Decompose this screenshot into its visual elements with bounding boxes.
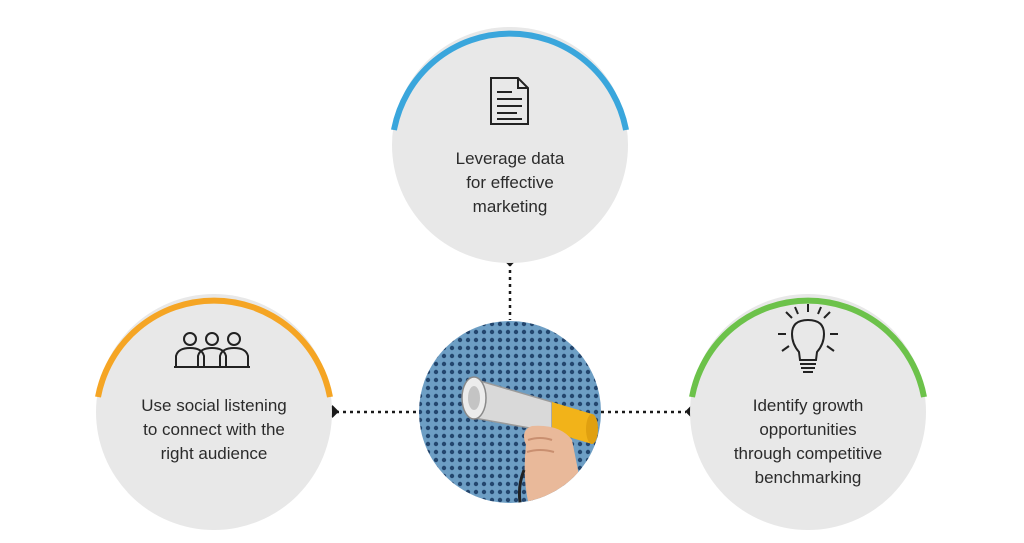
connector-top — [503, 253, 517, 320]
megaphone-image — [419, 321, 601, 503]
node-top-text: Leverage data for effective marketing — [455, 149, 565, 216]
node-right-text: Identify growth opportunities through co… — [733, 396, 883, 487]
connector-right — [601, 405, 698, 418]
people-group-icon — [174, 332, 250, 368]
document-icon — [490, 77, 529, 125]
node-top-circle — [391, 27, 629, 263]
node-left-circle — [95, 294, 333, 530]
lightbulb-icon — [778, 304, 838, 373]
connector-left — [326, 405, 419, 418]
node-left-text: Use social listening to connect with the… — [141, 396, 287, 463]
node-right-circle — [689, 294, 927, 530]
